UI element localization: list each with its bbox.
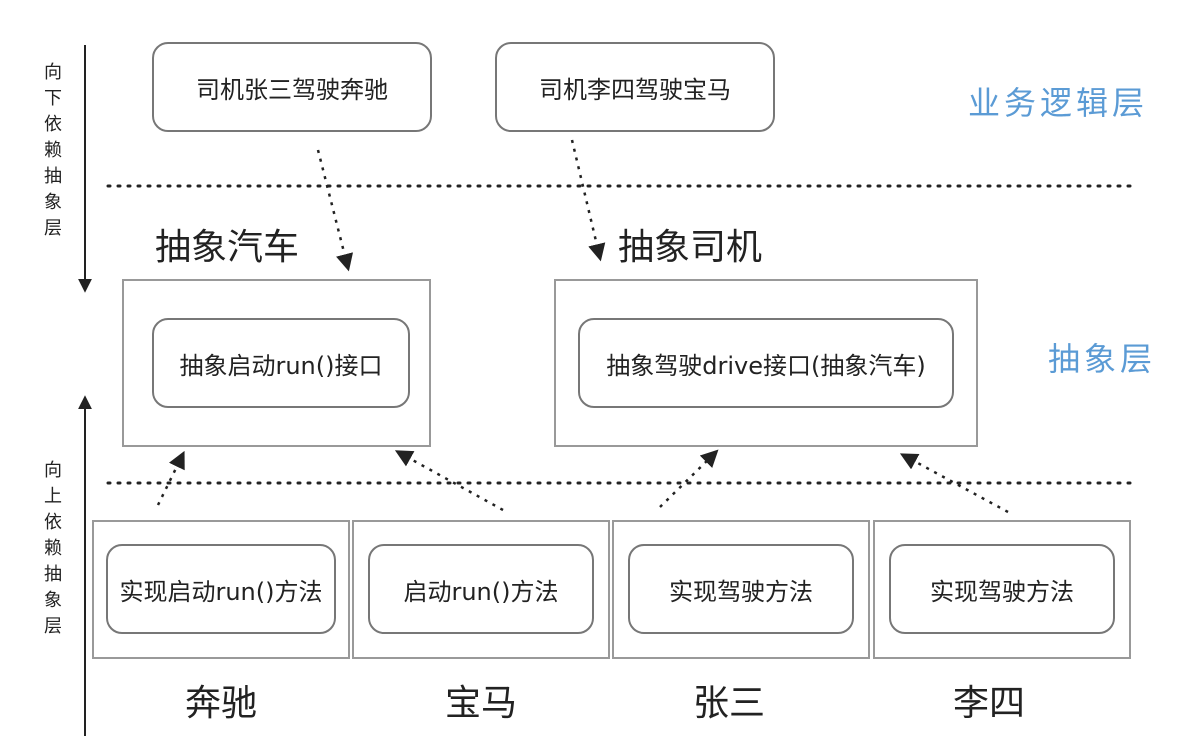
name-benz: 奔驰 (184, 683, 257, 724)
name-bmw: 宝马 (444, 683, 517, 724)
name-zhangsan: 张三 (692, 683, 765, 724)
arrow-benz-to-car (156, 450, 185, 506)
lisi-drive-method: 实现驾驶方法 (889, 544, 1115, 634)
arrow-bmw-to-car (394, 450, 504, 512)
business-layer-label: 业务逻辑层 (968, 84, 1149, 122)
down-dependency-text: 向下依赖抽象层 (44, 62, 62, 239)
arrow-lisi-impl-to-driver (899, 453, 1009, 514)
abstract-run-interface: 抽象启动run()接口 (152, 318, 410, 408)
bmw-run-method: 启动run()方法 (368, 544, 594, 634)
business-box-zhangsan-benz: 司机张三驾驶奔驰 (152, 42, 432, 132)
business-box-lisi-bmw: 司机李四驾驶宝马 (495, 42, 775, 132)
zhangsan-drive-method: 实现驾驶方法 (628, 544, 854, 634)
abstract-car-title: 抽象汽车 (155, 227, 300, 268)
abstract-drive-interface: 抽象驾驶drive接口(抽象汽车) (578, 318, 954, 408)
name-lisi: 李四 (952, 683, 1025, 724)
arrow-zhangsan-impl-to-driver (659, 449, 719, 508)
up-dependency-text: 向上依赖抽象层 (44, 460, 62, 637)
arrow-lisi-to-driver (570, 139, 606, 262)
abstract-driver-title: 抽象司机 (618, 227, 763, 268)
benz-run-method: 实现启动run()方法 (106, 544, 336, 634)
abstract-layer-label: 抽象层 (1048, 340, 1157, 378)
arrow-zhangsan-to-car (316, 149, 354, 272)
